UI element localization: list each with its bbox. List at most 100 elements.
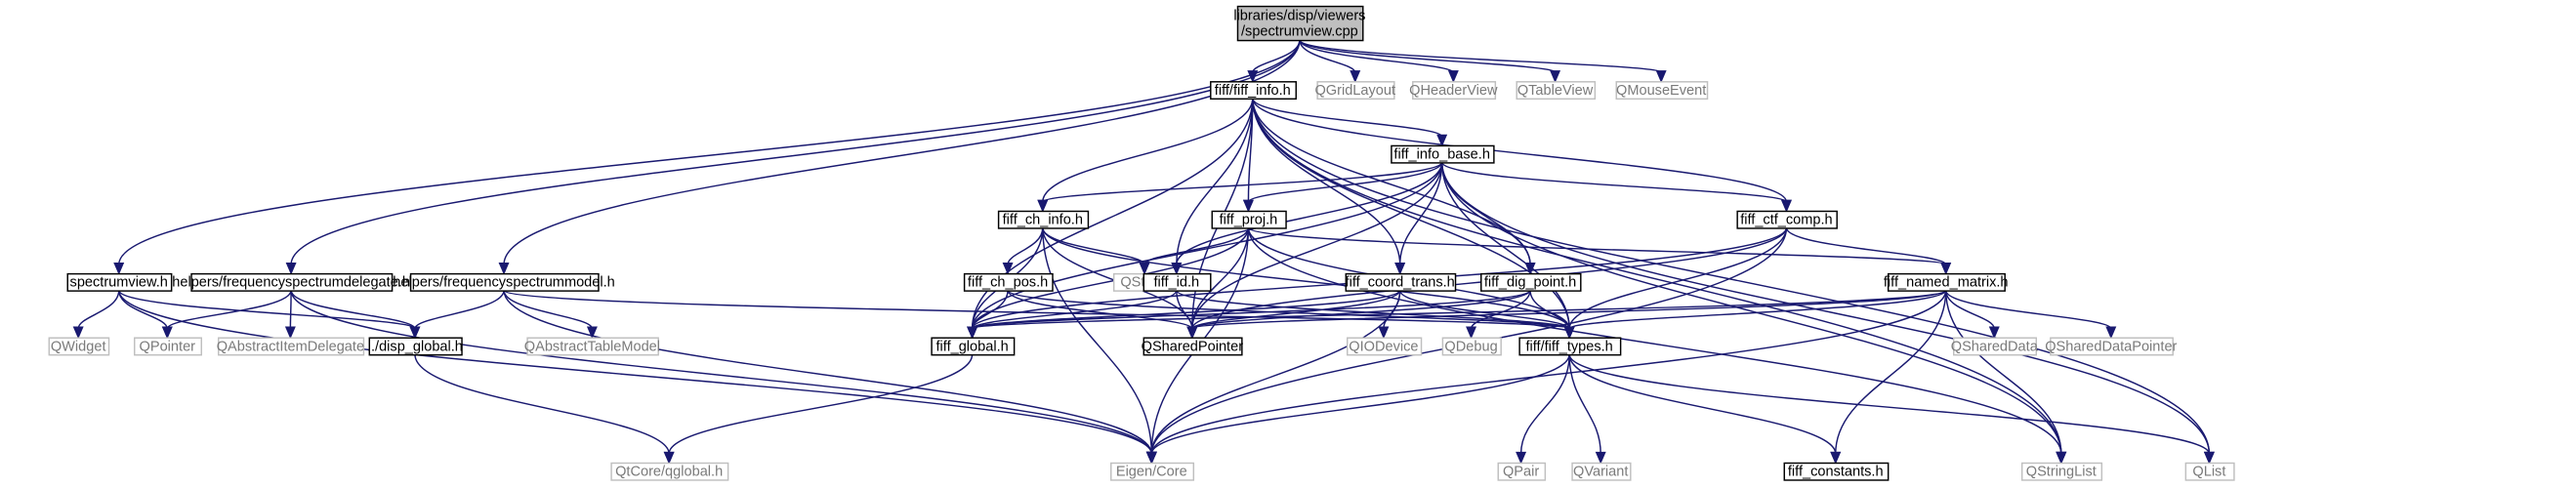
node-label: fiff_ch_pos.h [968, 275, 1048, 291]
node-qheaderview: QHeaderView [1409, 81, 1498, 101]
node-fiff-id-h[interactable]: fiff_id.h [1143, 272, 1212, 292]
node-eigen-core: Eigen/Core [1110, 462, 1195, 481]
edge-spectrumview-cpp-to-spectrumview-h [113, 39, 1301, 275]
node-label: fiff_info_base.h [1393, 147, 1490, 163]
node-box [2050, 337, 2174, 356]
edge-fiff-types-h-to-qvariant [1568, 353, 1606, 465]
node-label: libraries/disp/viewers [1233, 8, 1365, 23]
node-disp-global-h[interactable]: ../disp_global.h [367, 337, 463, 356]
edge-frequencyspectrummodel-h-to-qabstracttablemodel [503, 290, 598, 340]
edge-fiff-types-h-to-qpair [1516, 353, 1570, 465]
node-box [1210, 81, 1297, 101]
node-fiff-ctf-comp-h[interactable]: fiff_ctf_comp.h [1736, 210, 1838, 229]
node-fiff-info-base-h[interactable]: fiff_info_base.h [1391, 144, 1495, 164]
node-qpair: QPair [1497, 462, 1547, 481]
node-label: QGridLayout [1314, 83, 1395, 99]
node-label: QAbstractTableModel [524, 339, 660, 354]
edge-spectrumview-cpp-to-frequencyspectrummodel-h [498, 39, 1301, 275]
node-label: helpers/frequencyspectrumdelegate.h [172, 275, 410, 291]
node-fiff-types-h[interactable]: fiff/fiff_types.h [1518, 337, 1622, 356]
node-qshareddata: QSharedData [1951, 337, 2039, 356]
node-box [963, 272, 1054, 292]
edge-frequencyspectrumdelegate-h-to-eigen-core [290, 290, 1157, 465]
node-label: QAbstractItemDelegate [217, 339, 364, 354]
node-qshareddatapointer: QSharedDataPointer [2045, 337, 2178, 356]
node-box [1953, 337, 2038, 356]
node-box [2184, 462, 2235, 481]
edge-frequencyspectrumdelegate-h-to-qabstractitemdelegate [284, 290, 296, 340]
edge-spectrumview-cpp-to-qgridlayout [1299, 39, 1361, 83]
node-label: fiff_constants.h [1788, 465, 1884, 480]
edge-fiff-named-matrix-h-to-qshareddatapointer [1944, 290, 2117, 340]
node-box [1143, 337, 1243, 356]
edge-spectrumview-cpp-to-qheaderview [1299, 39, 1459, 83]
edge-fiff-info-base-h-to-fiff-ch-info-h [1037, 161, 1443, 213]
edge-fiff-info-base-h-to-fiff-ctf-comp-h [1440, 161, 1792, 213]
node-fiff-constants-h[interactable]: fiff_constants.h [1783, 462, 1890, 481]
edge-frequencyspectrumdelegate-h-to-disp-global-h [290, 290, 421, 340]
node-box [1736, 210, 1838, 229]
node-fiff-coord-trans-h[interactable]: fiff_coord_trans.h [1345, 272, 1457, 292]
node-label: Eigen/Core [1116, 465, 1187, 480]
node-qgridlayout: QGridLayout [1314, 81, 1395, 101]
edge-fiff-info-h-to-fiff-ch-info-h [1037, 98, 1254, 213]
node-fiff-ch-info-h[interactable]: fiff_ch_info.h [997, 210, 1090, 229]
node-box [134, 337, 202, 356]
node-qdebug: QDebug [1441, 337, 1502, 356]
node-frequencyspectrumdelegate-h[interactable]: helpers/frequencyspectrumdelegate.h [172, 272, 410, 292]
node-label: QMouseEvent [1616, 83, 1706, 99]
node-label: fiff_global.h [936, 339, 1009, 354]
edge-fiff-named-matrix-h-to-qstringlist [1944, 290, 2067, 465]
node-qstringlist: QStringList [2020, 462, 2103, 481]
edge-fiff-info-h-to-fiff-dig-point-h [1252, 98, 1536, 275]
node-box [1571, 462, 1632, 481]
node-label: ../disp_global.h [367, 339, 463, 354]
node-box [1110, 462, 1195, 481]
node-label: fiff_proj.h [1220, 213, 1278, 228]
node-label: QPair [1503, 465, 1539, 480]
node-label: fiff_named_matrix.h [1884, 275, 2009, 291]
edges-layer [72, 39, 2215, 465]
edge-spectrumview-cpp-to-qmouseevent [1299, 39, 1667, 83]
nodes-layer: libraries/disp/viewers/spectrumview.cpp f… [48, 5, 2235, 481]
node-box [1412, 81, 1497, 101]
node-qvariant: QVariant [1571, 462, 1632, 481]
node-label: /spectrumview.cpp [1241, 23, 1358, 39]
node-box [1887, 272, 2006, 292]
node-label: fiff_coord_trans.h [1346, 275, 1455, 291]
node-fiff-global-h[interactable]: fiff_global.h [931, 337, 1016, 356]
edge-frequencyspectrummodel-h-to-disp-global-h [409, 290, 505, 340]
node-qwidget: QWidget [48, 337, 110, 356]
node-box [1783, 462, 1890, 481]
node-fiff-dig-point-h[interactable]: fiff_dig_point.h [1480, 272, 1582, 292]
node-box [1345, 272, 1457, 292]
node-box [1497, 462, 1547, 481]
node-spectrumview-cpp[interactable]: libraries/disp/viewers/spectrumview.cpp [1233, 5, 1365, 42]
node-label: QPointer [140, 339, 196, 354]
node-label: QList [2192, 465, 2225, 480]
edge-fiff-ctf-comp-h-to-fiff-named-matrix-h [1785, 226, 1952, 275]
edge-fiff-types-h-to-fiff-constants-h [1568, 353, 1842, 465]
node-frequencyspectrummodel-h[interactable]: helpers/frequencyspectrummodel.h [393, 272, 615, 292]
edge-fiff-info-base-h-to-fiff-proj-h [1242, 161, 1443, 213]
node-fiff-ch-pos-h[interactable]: fiff_ch_pos.h [963, 272, 1054, 292]
node-qabstractitemdelegate: QAbstractItemDelegate [217, 337, 365, 356]
node-spectrumview-h[interactable]: spectrumview.h [66, 272, 173, 292]
node-fiff-info-h[interactable]: fiff/fiff_info.h [1210, 81, 1297, 101]
node-label: QSharedDataPointer [2045, 339, 2177, 354]
node-fiff-named-matrix-h[interactable]: fiff_named_matrix.h [1884, 272, 2009, 292]
node-box [409, 272, 600, 292]
edge-fiff-info-h-to-fiff-info-base-h [1252, 98, 1448, 147]
edge-spectrumview-h-to-qwidget [72, 290, 120, 340]
node-qsharedpointer[interactable]: QSharedPointer [1142, 337, 1244, 356]
node-fiff-proj-h[interactable]: fiff_proj.h [1211, 210, 1287, 229]
node-box [1391, 144, 1495, 164]
node-qtableview: QTableView [1516, 81, 1597, 101]
node-box [1480, 272, 1582, 292]
edge-fiff-ch-info-h-to-qstring [1042, 227, 1150, 275]
node-label: QtCore/qglobal.h [615, 465, 723, 480]
node-label: spectrumview.h [70, 275, 168, 291]
edge-fiff-dig-point-h-to-qdebug [1466, 290, 1531, 340]
node-box [1316, 81, 1395, 101]
